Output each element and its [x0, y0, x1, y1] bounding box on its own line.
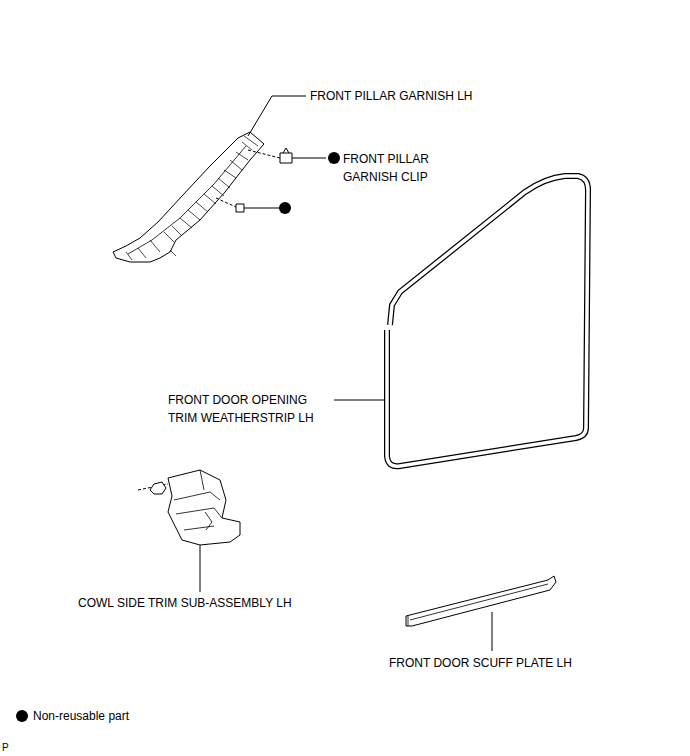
- leader-line: [248, 96, 306, 136]
- leader-line: [296, 158, 326, 159]
- leader-line: [492, 612, 493, 651]
- part-label: FRONT DOOR SCUFF PLATE LH: [389, 654, 649, 672]
- dashed-line: [248, 150, 280, 158]
- clip-symbol: [280, 148, 296, 163]
- non-reusable-dot: [328, 152, 340, 164]
- part-label: FRONT PILLAR GARNISH LH: [310, 87, 560, 105]
- clip-symbol: [236, 204, 244, 212]
- part-label: COWL SIDE TRIM SUB-ASSEMBLY LH: [78, 594, 338, 612]
- nut-symbol: [150, 482, 166, 494]
- legend-dot: [16, 710, 28, 722]
- dashed-line: [216, 198, 236, 207]
- non-reusable-dot: [279, 202, 291, 214]
- leader-line: [334, 400, 384, 401]
- pillar-edge: [128, 146, 246, 254]
- cowl-side-trim: [168, 470, 240, 545]
- legend-text: Non-reusable part: [33, 708, 129, 724]
- pillar-garnish: [113, 132, 264, 262]
- scuff-detail: [408, 584, 548, 626]
- leader-line: [244, 208, 280, 209]
- cowl-detail: [174, 470, 222, 530]
- part-label: FRONT DOOR OPENING TRIM WEATHERSTRIP LH: [168, 391, 328, 427]
- leader-line: [200, 545, 201, 592]
- part-label: P: [2, 739, 22, 756]
- scuff-plate: [406, 576, 556, 626]
- pillar-hatch: [126, 136, 258, 260]
- weatherstrip: [387, 176, 588, 466]
- weatherstrip-inner: [387, 176, 588, 466]
- part-label: FRONT PILLAR GARNISH CLIP: [343, 150, 453, 186]
